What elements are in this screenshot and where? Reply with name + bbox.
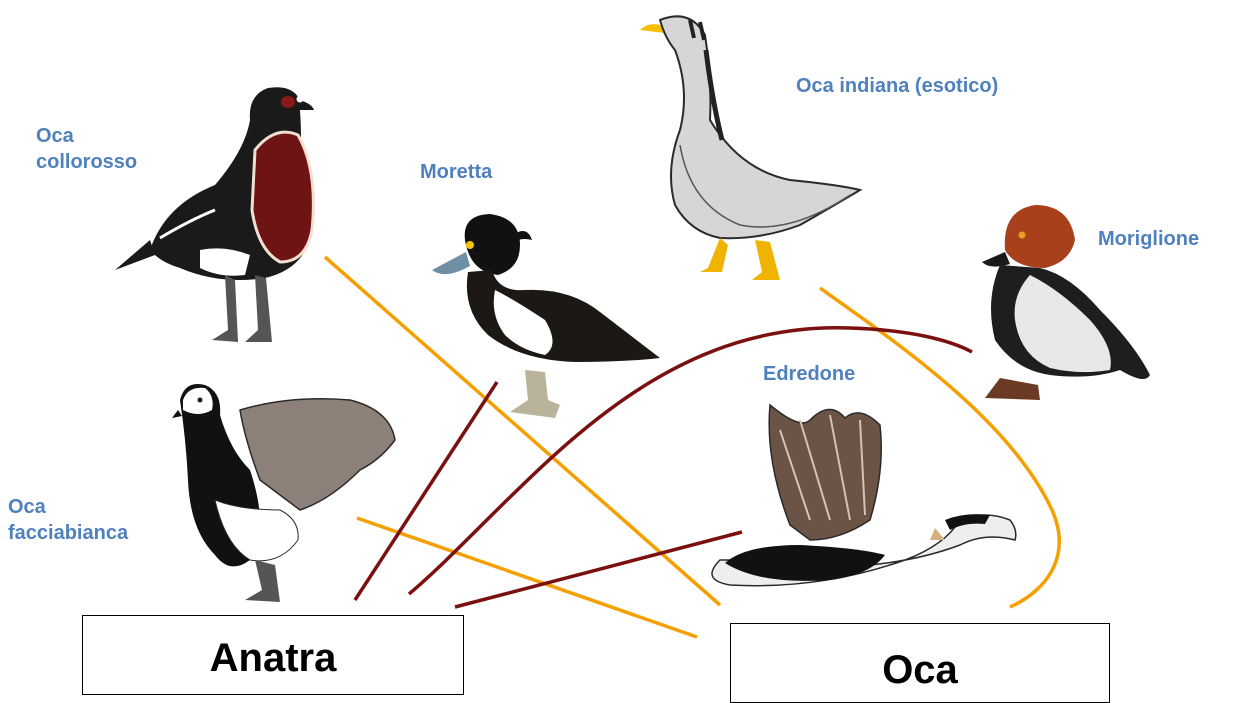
oca-collorosso-illustration — [115, 87, 314, 342]
connector-anatra-moriglione — [409, 328, 972, 594]
category-label-oca: Oca — [882, 648, 958, 693]
label-line: Oca — [36, 123, 137, 149]
oca-facciabianca-illustration — [172, 384, 395, 602]
label-line: Oca indiana (esotico) — [796, 73, 998, 99]
label-line: Moretta — [420, 159, 492, 185]
label-line: Moriglione — [1098, 226, 1199, 252]
label-moretta: Moretta — [420, 159, 492, 185]
label-line: collorosso — [36, 149, 137, 175]
moretta-illustration — [432, 214, 660, 418]
label-edredone: Edredone — [763, 361, 855, 387]
label-line: Oca — [8, 494, 128, 520]
label-line: Edredone — [763, 361, 855, 387]
oca-indiana-illustration — [640, 16, 860, 280]
label-moriglione: Moriglione — [1098, 226, 1199, 252]
label-oca-facciabianca: Oca facciabianca — [8, 494, 128, 546]
connector-anatra-edredone — [455, 532, 742, 607]
label-oca-collorosso: Oca collorosso — [36, 123, 137, 175]
label-oca-indiana: Oca indiana (esotico) — [796, 73, 998, 99]
label-line: facciabianca — [8, 520, 128, 546]
category-box-anatra: Anatra — [82, 615, 464, 695]
category-box-oca: Oca — [730, 623, 1110, 703]
oca-connectors — [325, 257, 1059, 637]
category-label-anatra: Anatra — [210, 636, 337, 681]
diagram-canvas — [0, 0, 1235, 678]
edredone-illustration — [712, 405, 1016, 586]
